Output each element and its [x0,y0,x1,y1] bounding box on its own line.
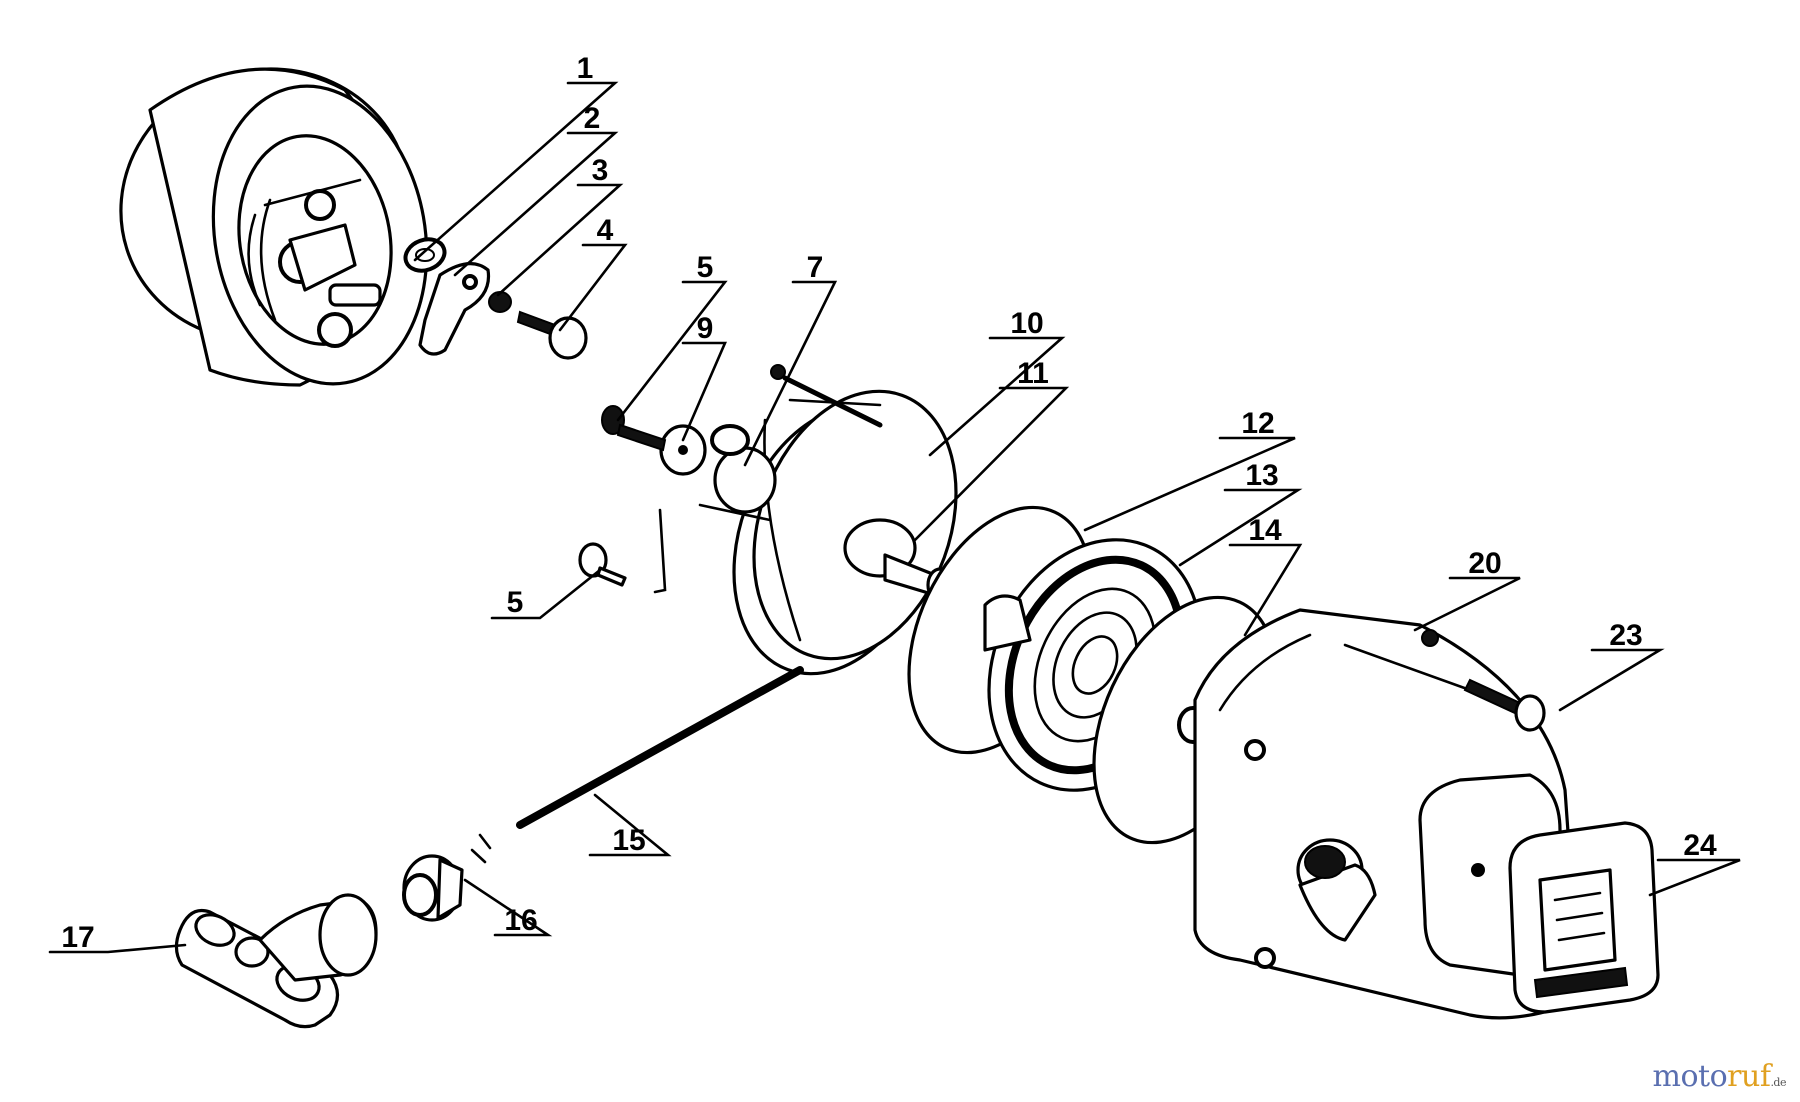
callout-17: 17 [61,921,94,954]
callout-12: 12 [1241,407,1274,440]
washer-1 [403,237,447,273]
callout-16: 16 [504,904,537,937]
watermark-part1: moto [1652,1059,1728,1094]
pawl-2 [418,262,491,356]
callout-24: 24 [1683,829,1717,862]
watermark-part3: .de [1770,1076,1786,1089]
handle-17 [174,893,378,1029]
washer-3 [488,291,512,313]
bolt-5-bottom [578,508,667,594]
callout-20: 20 [1468,547,1501,580]
callout-23: 23 [1609,619,1642,652]
callout-11: 11 [1017,357,1049,390]
callout-4: 4 [597,214,614,247]
callout-labels: 1 2 3 4 5 7 9 10 11 12 13 14 15 16 17 20… [61,52,1717,954]
watermark-part2: ruf [1727,1059,1771,1094]
callout-15: 15 [612,824,645,857]
callout-5a: 5 [697,251,714,284]
callout-9: 9 [697,312,714,345]
emblem-24 [1508,821,1660,1014]
screw-4 [516,310,588,360]
flywheel-drum [119,67,429,387]
washer-9 [659,424,707,476]
callout-3: 3 [592,154,609,187]
callout-2: 2 [584,102,601,135]
watermark-logo: motoruf.de [1652,1059,1787,1094]
spring-assembly-7 [698,364,883,522]
leader-lines [48,81,1741,954]
callout-7: 7 [807,251,824,284]
callout-1: 1 [577,52,594,85]
screw-23 [1343,643,1546,732]
callout-13: 13 [1245,459,1278,492]
callout-5b: 5 [507,586,524,619]
rope-15 [470,666,804,864]
grip-insert-16 [402,854,464,922]
bolt-5-top [601,405,667,452]
callout-14: 14 [1248,514,1282,547]
callout-10: 10 [1010,307,1043,340]
